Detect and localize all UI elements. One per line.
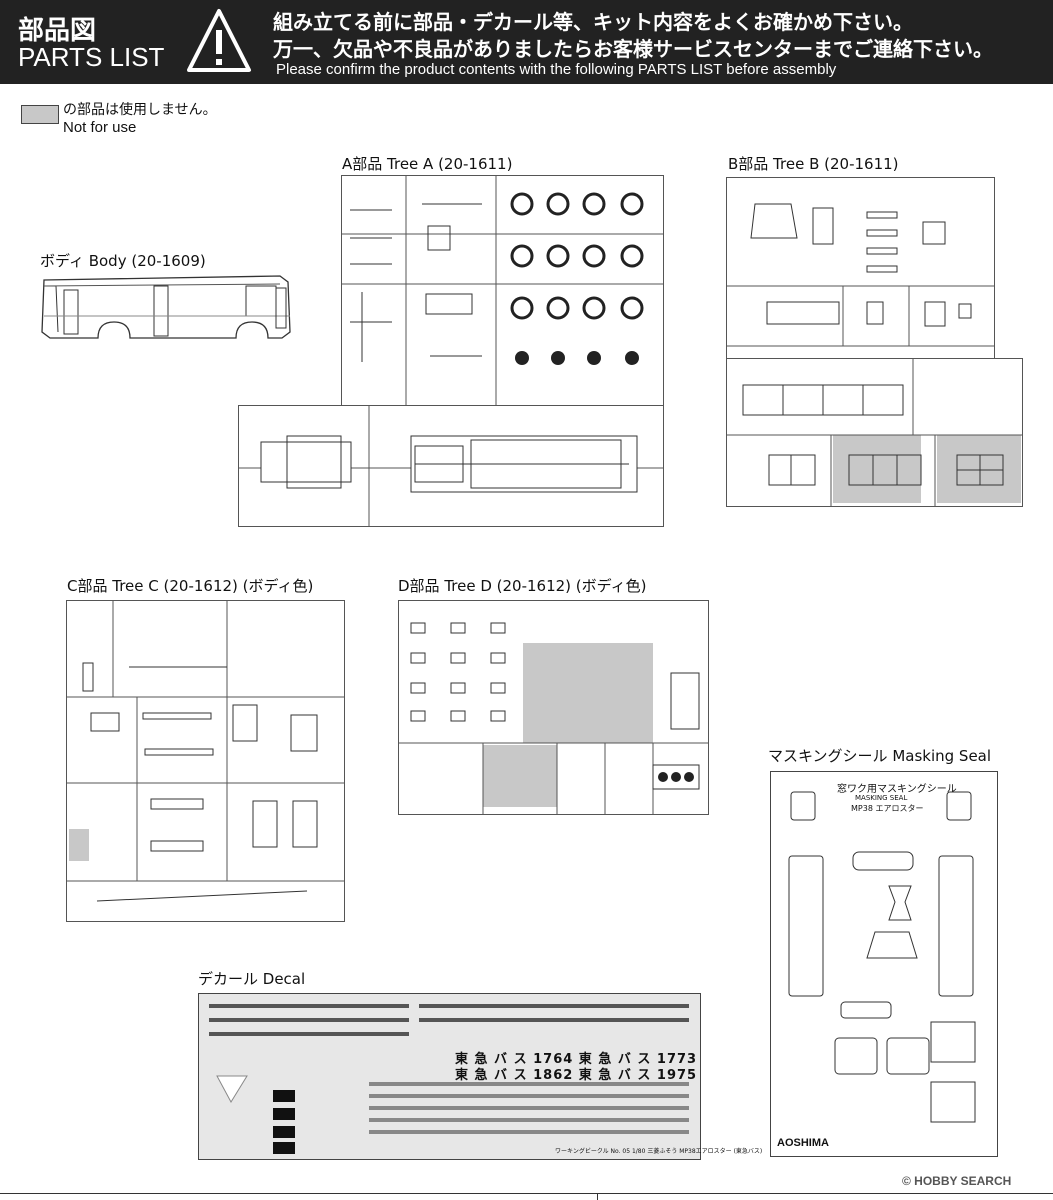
decal-label: デカール Decal xyxy=(198,970,306,988)
jp-title: 部品図 xyxy=(18,16,97,46)
body-drawing xyxy=(36,272,294,348)
notice-line-2: 万一、欠品や不良品がありましたらお客様サービスセンターまでご連絡下さい。 xyxy=(273,37,993,61)
tree-d-label: D部品 Tree D (20-1612) (ボディ色) xyxy=(398,577,647,595)
tree-a-chassis-panel xyxy=(238,405,664,527)
not-for-use-jp: の部品は使用しません。 xyxy=(63,102,217,118)
tree-c-panel xyxy=(66,600,345,922)
footer-tick xyxy=(597,1193,598,1200)
footer-rule xyxy=(0,1193,1053,1194)
notice-line-1: 組み立てる前に部品・デカール等、キット内容をよくお確かめ下さい。 xyxy=(273,10,913,34)
decal-footnote: ワーキングビークル No. 05 1/80 三菱ふそう MP38エアロスター (… xyxy=(555,1148,763,1155)
tree-c-label: C部品 Tree C (20-1612) (ボディ色) xyxy=(67,577,314,595)
masking-model: MP38 エアロスター xyxy=(851,804,924,813)
tree-d-panel xyxy=(398,600,709,815)
decal-row-2: 東 急 バ ス 1862 東 急 バ ス 1975 xyxy=(455,1068,698,1083)
tree-a-panel xyxy=(341,175,664,406)
en-title: PARTS LIST xyxy=(18,42,165,72)
watermark: © HOBBY SEARCH xyxy=(902,1174,1012,1188)
not-for-use-swatch xyxy=(21,105,59,124)
decal-row-1: 東 急 バ ス 1764 東 急 バ ス 1773 xyxy=(455,1052,698,1067)
warning-icon xyxy=(186,8,252,78)
tree-b-lower-panel xyxy=(726,358,1023,507)
tree-a-label: A部品 Tree A (20-1611) xyxy=(342,155,513,173)
masking-seal-sheet: 窓ワク用マスキングシール MASKING SEAL MP38 エアロスター AO… xyxy=(770,771,998,1157)
body-label: ボディ Body (20-1609) xyxy=(40,252,206,270)
masking-label: マスキングシール Masking Seal xyxy=(768,747,992,765)
aoshima-logo: AOSHIMA xyxy=(777,1137,829,1149)
header-banner: 部品図 PARTS LIST 組み立てる前に部品・デカール等、キット内容をよくお… xyxy=(0,0,1053,84)
notice-line-en: Please confirm the product contents with… xyxy=(276,61,837,78)
tree-b-panel xyxy=(726,177,995,359)
masking-title-en: MASKING SEAL xyxy=(855,794,908,802)
tree-b-label: B部品 Tree B (20-1611) xyxy=(728,155,899,173)
decal-sheet: 東 急 バ ス 1764 東 急 バ ス 1773 東 急 バ ス 1862 東… xyxy=(198,993,762,1160)
not-for-use-en: Not for use xyxy=(63,119,137,136)
masking-title-jp: 窓ワク用マスキングシール xyxy=(837,784,957,795)
